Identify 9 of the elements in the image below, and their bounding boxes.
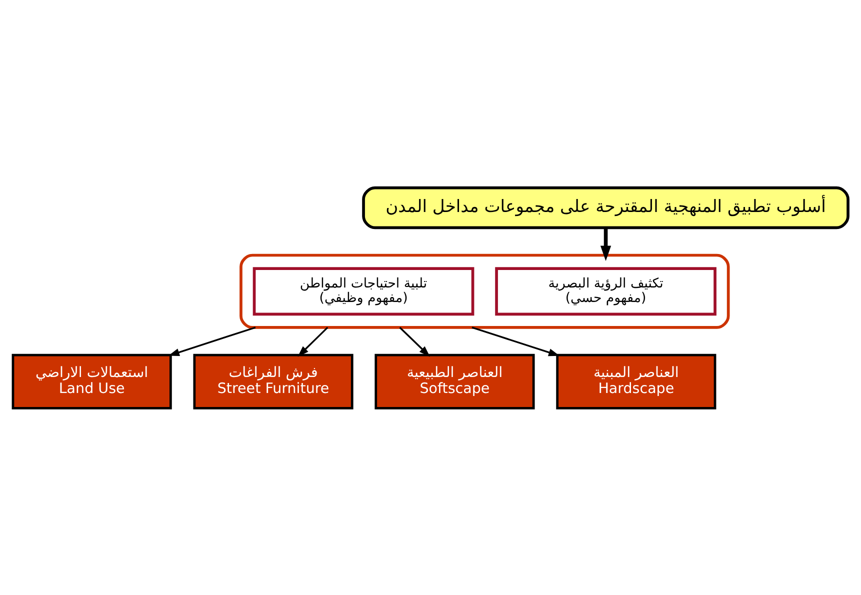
arrow bbox=[298, 326, 328, 356]
cluster bbox=[240, 253, 730, 328]
arrow bbox=[472, 326, 560, 356]
arrow bbox=[399, 326, 430, 356]
node-box: تكثيف الرؤية البصرية (مفهوم حسي) bbox=[495, 266, 716, 316]
arrow bbox=[168, 326, 256, 356]
node-box: أسلوب تطبيق المنهجية المقترحة على مجموعات مداخل المدن bbox=[362, 186, 850, 229]
node-box: تلبية احتياجات المواطن (مفهوم وظيفي) bbox=[252, 266, 474, 316]
arrow bbox=[600, 228, 612, 260]
